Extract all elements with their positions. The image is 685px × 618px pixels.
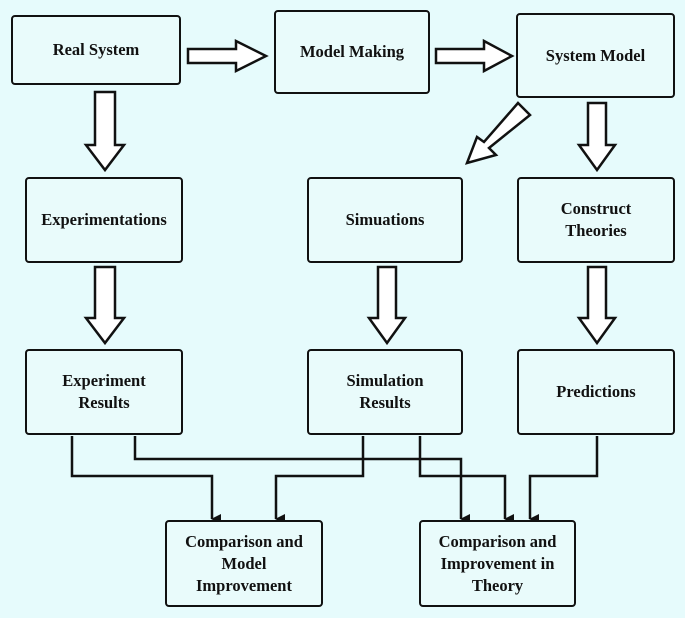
node-experimentations-label: Experimentations [41,210,167,229]
arrow-real-to-model-making [186,38,269,74]
node-construct-theories: Construct Theories [517,177,675,263]
line-exp-results-to-comparison-model [70,436,221,524]
node-experiment-results-label: Experiment Results [62,371,146,412]
node-comparison-model-improvement: Comparison and Model Improvement [165,520,323,607]
node-system-model: System Model [516,13,675,98]
arrow-system-model-to-construct [576,101,618,173]
line-exp-results-to-comparison-theory [133,436,470,524]
arrow-real-to-experimentations [83,90,127,173]
node-experimentations: Experimentations [25,177,183,263]
node-simuations: Simuations [307,177,463,263]
node-real-system-label: Real System [52,40,140,59]
node-comparison-theory-label: Comparison and Improvement in Theory [438,531,557,595]
node-experiment-results: Experiment Results [25,349,183,435]
line-sim-results-to-comparison-theory [418,436,514,524]
node-real-system: Real System [11,15,181,85]
node-simulation-results-label: Simulation Results [346,371,424,412]
node-simuations-label: Simuations [345,210,425,229]
node-predictions: Predictions [517,349,675,435]
arrow-construct-to-predictions [576,265,618,346]
node-model-making: Model Making [274,10,430,94]
arrow-system-model-to-simuations [464,101,532,165]
node-model-making-label: Model Making [299,42,405,61]
line-sim-results-to-comparison-model [274,436,365,524]
node-comparison-model-label: Comparison and Model Improvement [185,531,303,595]
node-simulation-results: Simulation Results [307,349,463,435]
arrow-model-making-to-system-model [434,38,515,74]
line-predictions-to-comparison-theory [528,436,599,524]
node-predictions-label: Predictions [556,382,636,401]
node-comparison-improvement-theory: Comparison and Improvement in Theory [419,520,576,607]
arrow-simuations-to-results [366,265,408,346]
node-system-model-label: System Model [545,45,646,65]
arrow-experimentations-to-results [83,265,127,346]
node-construct-theories-label: Construct Theories [560,199,632,240]
